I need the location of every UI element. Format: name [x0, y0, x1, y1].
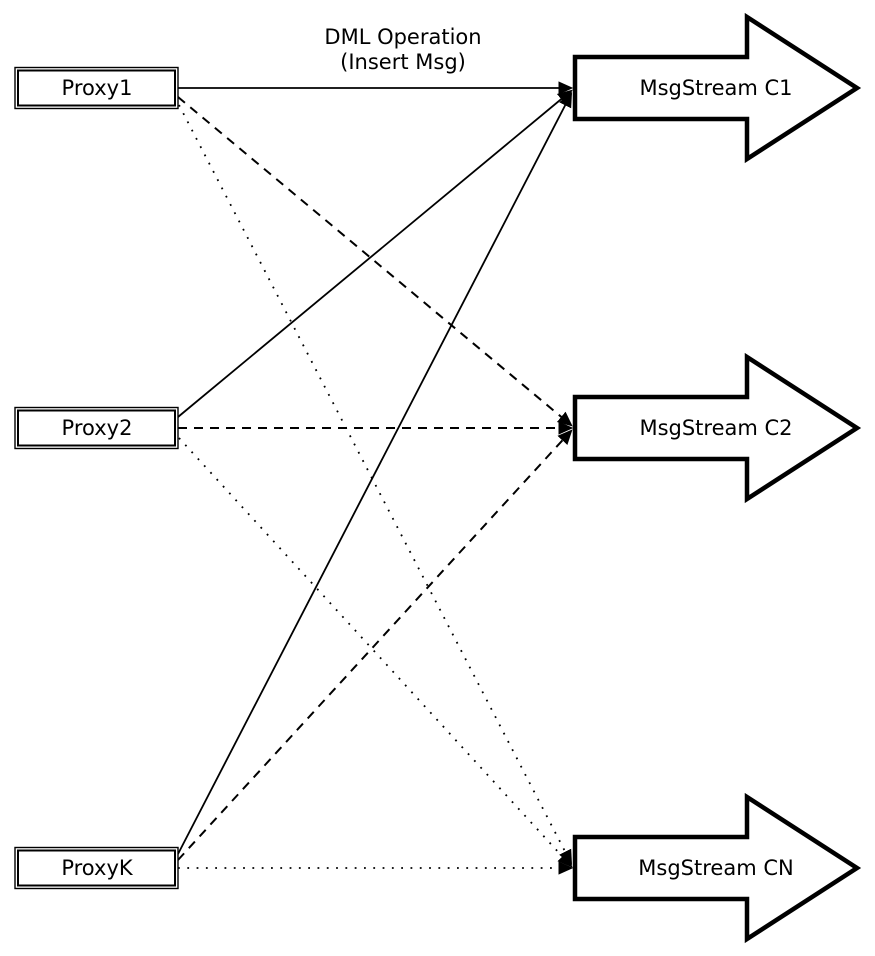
proxy2-box-outer	[14, 406, 179, 450]
diagram-title-line1: DML Operation	[324, 25, 481, 49]
node-msgstream-cn: MsgStream CN	[572, 792, 862, 944]
proxy1-label: Proxy1	[62, 76, 133, 100]
node-msgstream-c2: MsgStream C2	[572, 352, 862, 504]
edge-proxy2-c1-solid	[177, 89, 573, 418]
proxy1-box-inner	[17, 69, 176, 107]
proxy2-box-inner	[17, 409, 176, 447]
diagram-title: DML Operation (Insert Msg)	[324, 25, 481, 74]
msgstream-cn-label: MsgStream CN	[638, 856, 793, 880]
msgstream-cn-arrow-shape	[572, 792, 862, 944]
edge-proxy2-cn-dotted	[178, 437, 573, 868]
msgstream-c2-label: MsgStream C2	[639, 416, 792, 440]
proxy2-label: Proxy2	[62, 416, 133, 440]
proxyk-label: ProxyK	[61, 856, 134, 880]
node-msgstream-c1: MsgStream C1	[572, 12, 862, 164]
proxyk-box-outer	[14, 846, 179, 890]
msgstream-c2-arrow-shape	[572, 352, 862, 504]
proxyk-box-inner	[17, 849, 176, 887]
node-proxyk: ProxyK	[14, 846, 179, 890]
node-proxy2: Proxy2	[14, 406, 179, 450]
edge-proxy1-cn-dotted	[178, 104, 573, 865]
edge-proxyk-c2-dashed	[177, 429, 573, 861]
edge-proxy1-c2-dashed	[177, 96, 573, 427]
msgstream-c1-label: MsgStream C1	[639, 76, 792, 100]
proxy1-box-outer	[14, 66, 179, 110]
diagram-title-line2: (Insert Msg)	[340, 50, 466, 74]
msgstream-c1-arrow-shape	[572, 12, 862, 164]
node-proxy1: Proxy1	[14, 66, 179, 110]
edges	[177, 81, 574, 875]
edge-proxyk-c1-solid	[177, 92, 573, 855]
